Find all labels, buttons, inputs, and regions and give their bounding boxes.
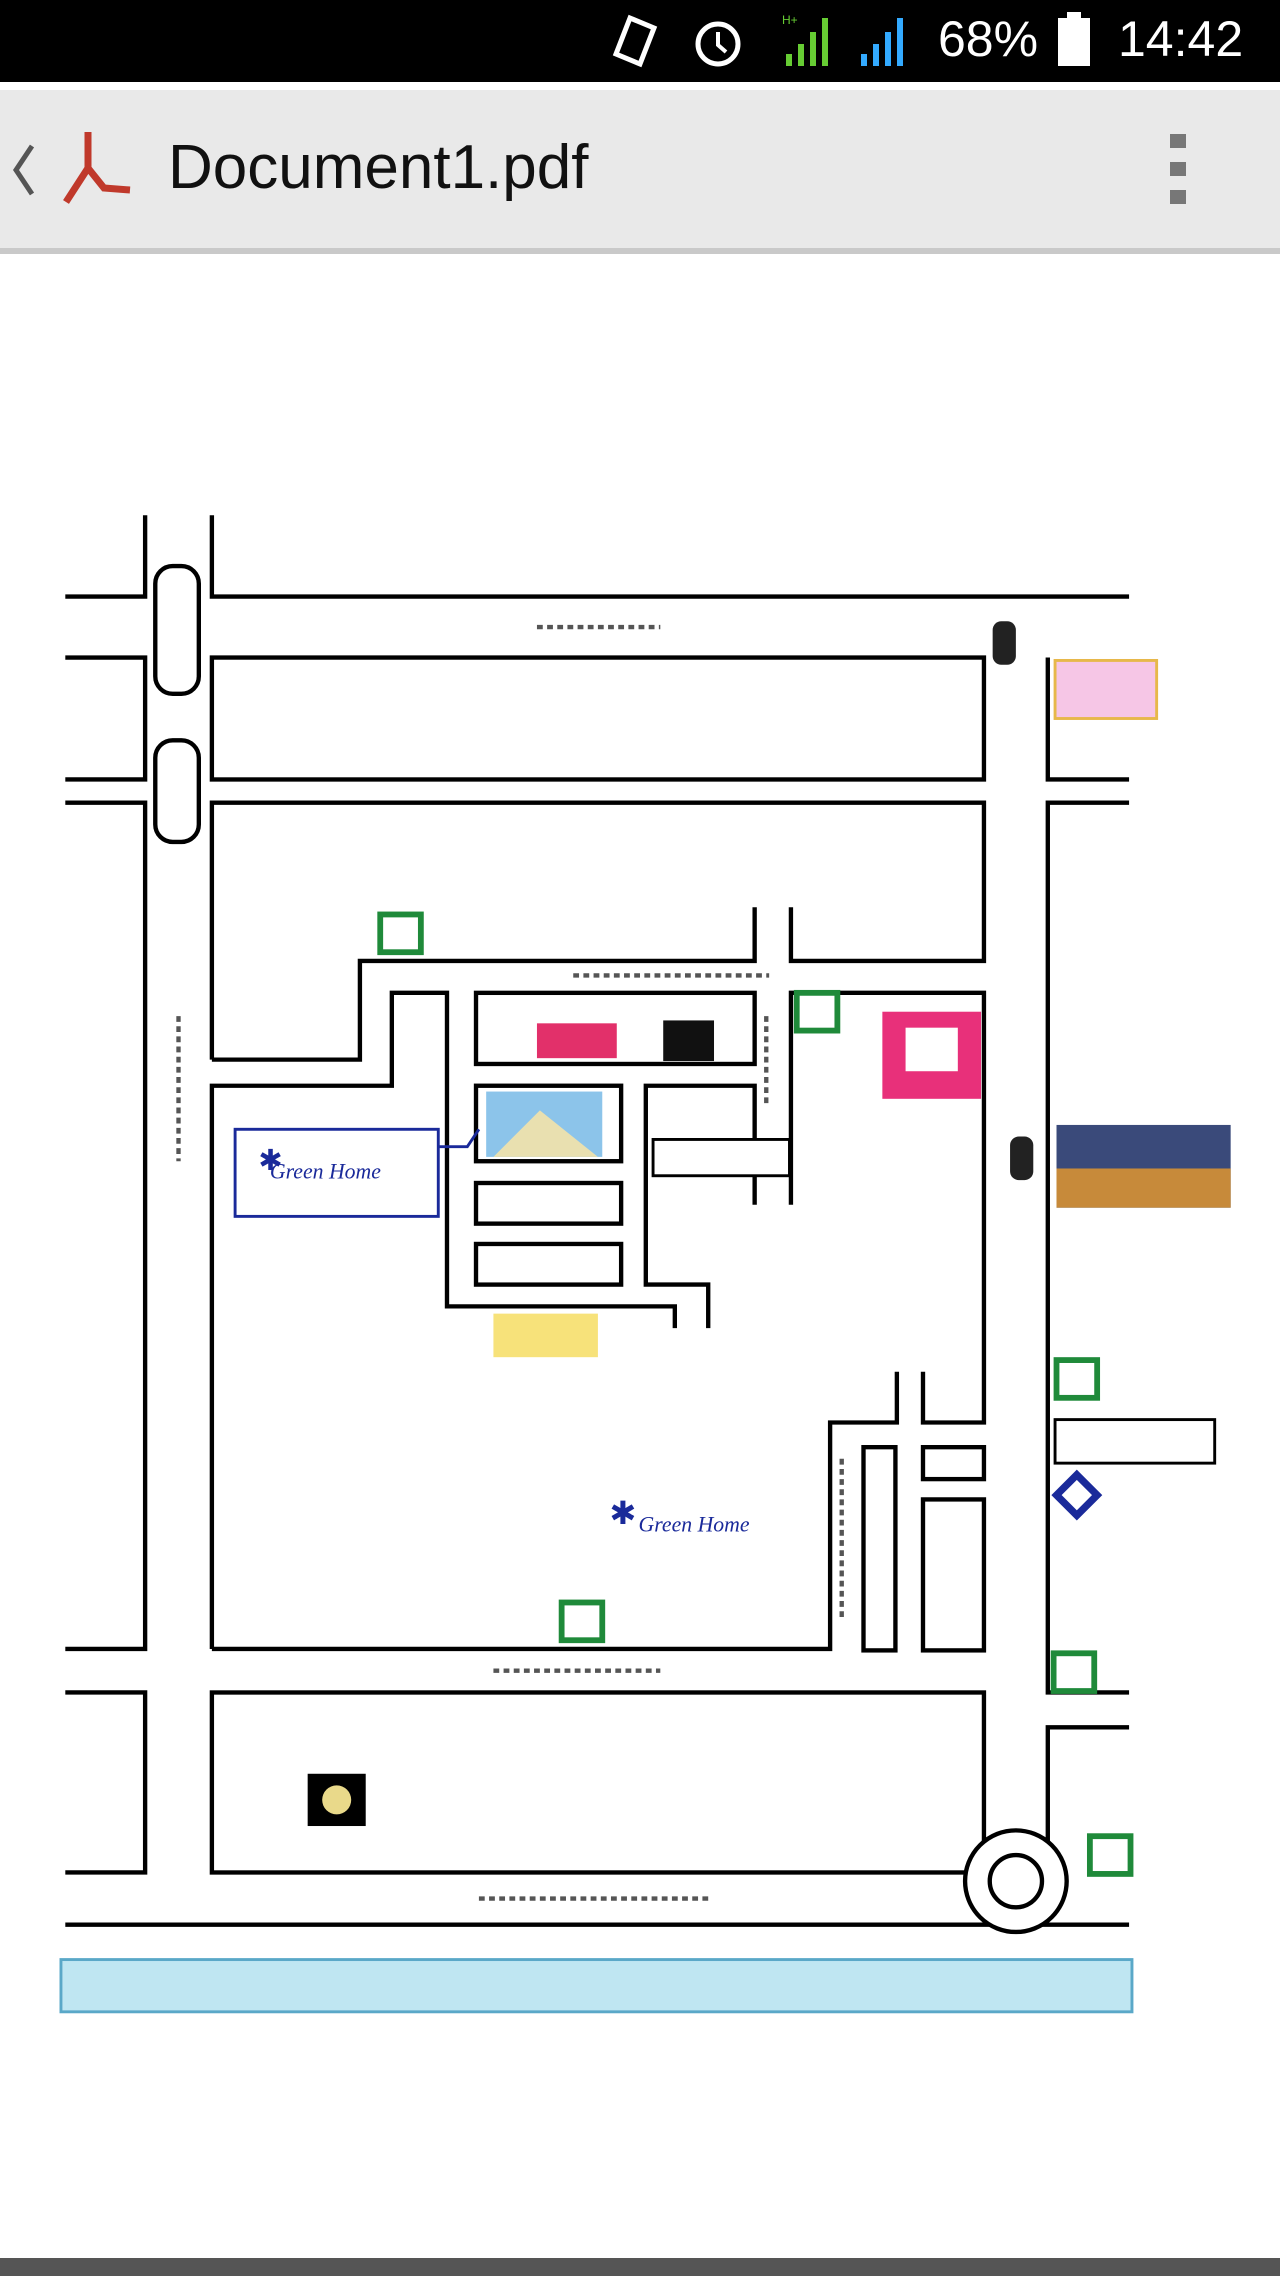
shop-logo (663, 1020, 715, 1062)
pdf-icon (63, 132, 131, 204)
seven-eleven-icon (1086, 1833, 1134, 1877)
seven-eleven-icon (793, 989, 841, 1034)
landmark-photo-ground (1056, 1168, 1231, 1208)
river (59, 1958, 1134, 2014)
back-icon[interactable] (8, 140, 38, 200)
road-name-labels (176, 624, 844, 1901)
alarm-icon (695, 21, 741, 67)
rotate-icon (612, 14, 658, 68)
battery-percent: 68% (938, 11, 1039, 67)
restaurant-logo (536, 1023, 617, 1059)
bank-icon (1051, 1469, 1103, 1521)
traffic-light-icon (1010, 1136, 1034, 1181)
svg-text:Green Home: Green Home (639, 1512, 750, 1536)
green-home-logo: Green Home ✱ (610, 1495, 750, 1536)
signal-hplus-icon: H+ (782, 13, 828, 66)
info-box (651, 1138, 791, 1178)
document-title: Document1.pdf (168, 133, 589, 202)
seven-eleven-icon (377, 911, 424, 956)
store-logo (1053, 658, 1159, 720)
battery-icon (1058, 12, 1090, 66)
traffic-light-icon (992, 621, 1016, 665)
seven-eleven-icon (558, 1599, 606, 1644)
seven-eleven-icon (1050, 1650, 1098, 1694)
info-box (1053, 1418, 1217, 1465)
status-bar: H+ 68% 14:42 (0, 0, 1280, 82)
lotus-logo-mark (905, 1027, 958, 1072)
signal-icon (861, 18, 903, 66)
seven-eleven-icons (377, 911, 1134, 1877)
building-photo-roof (493, 1110, 598, 1157)
svg-text:✱: ✱ (258, 1145, 282, 1177)
bottom-edge (0, 2258, 1280, 2276)
overflow-menu-icon[interactable] (1164, 130, 1192, 210)
svg-text:Green Home: Green Home (270, 1160, 381, 1184)
seven-eleven-icon (1053, 1357, 1101, 1401)
traffic-light-icons (992, 621, 1034, 1181)
green-home-logo: Green Home ✱ (233, 1127, 481, 1218)
clock: 14:42 (1118, 11, 1244, 67)
svg-text:✱: ✱ (610, 1495, 637, 1531)
yellow-sign (493, 1313, 598, 1358)
app-bar: Document1.pdf (0, 90, 1280, 254)
svg-text:H+: H+ (782, 13, 798, 27)
road-lines (65, 515, 1130, 1935)
hotel-logo-emblem (322, 1785, 352, 1815)
